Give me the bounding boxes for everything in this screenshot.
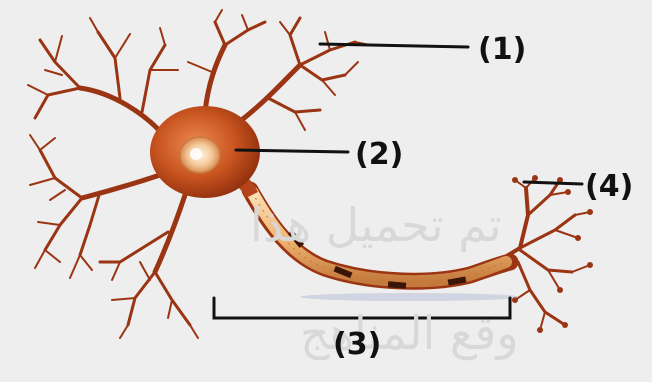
watermark-line-1: تم تحميل هذا: [250, 198, 502, 252]
label-dendrites: (1): [478, 35, 526, 65]
label-axon-terminals: (4): [585, 172, 633, 202]
label-axon: (3): [333, 330, 381, 360]
nucleolus: [190, 148, 202, 160]
leader-line-4: [524, 182, 582, 184]
label-cell-body: (2): [355, 140, 403, 170]
leader-line-2: [236, 150, 348, 152]
